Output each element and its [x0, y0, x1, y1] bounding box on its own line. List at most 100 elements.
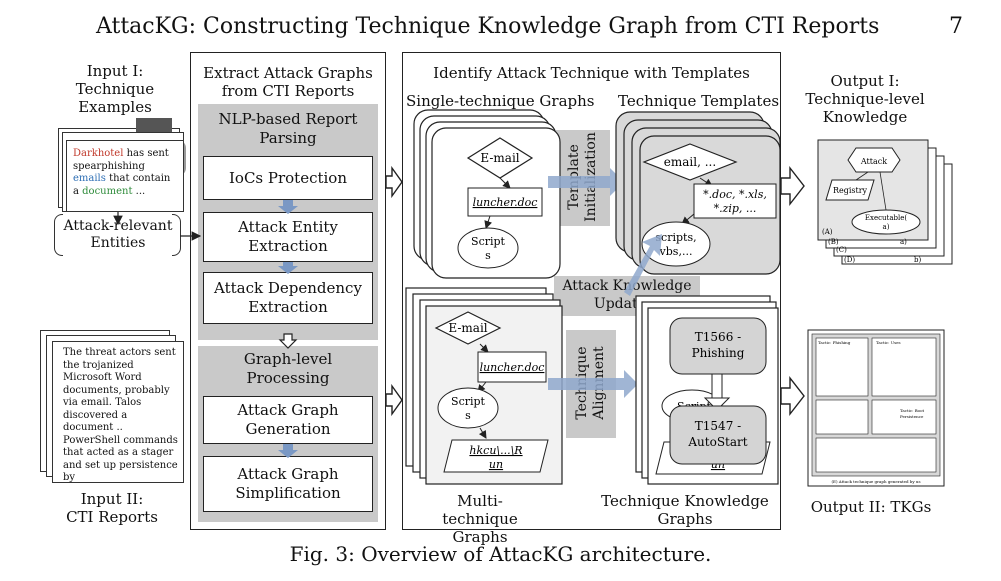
doc-text-span: ... — [132, 185, 146, 197]
output1-layer-label: (D) — [844, 256, 855, 264]
tkg-t1547-node — [669, 405, 767, 465]
multi-registry-node — [443, 439, 549, 473]
output1-layer-label: (A) — [822, 228, 833, 236]
extract-title: Extract Attack Graphs from CTI Reports — [192, 64, 384, 100]
single-edge — [499, 177, 511, 189]
step-iocs-protection: IoCs Protection — [203, 156, 373, 200]
hollow-arrow-down — [278, 333, 298, 349]
knowledge-updating-line: Attack Knowledge — [562, 278, 692, 294]
input1-title-line: Input I: — [86, 62, 144, 80]
template-email-text: email, ... — [664, 155, 716, 169]
multi-script-node — [437, 387, 499, 429]
nlp-label-line: Parsing — [259, 129, 317, 147]
multi-graphs-line: Graphs — [452, 528, 508, 546]
doc-actor-highlight: Darkhotel — [73, 148, 124, 159]
output2-cell — [871, 399, 937, 435]
output1-exec-text: a) — [883, 223, 890, 231]
cti-report-doc: The threat actors sent the trojanized Mi… — [52, 341, 184, 483]
graph-processing-label: Graph-level Processing — [198, 350, 378, 388]
doc-email-highlight: emails — [73, 173, 106, 184]
output2-small-label: Tactic: Phishing — [818, 340, 851, 345]
step-label: Attack Graph Simplification — [235, 465, 341, 502]
technique-alignment-arrow — [548, 370, 638, 398]
step-attack-entity-extraction: Attack Entity Extraction — [203, 212, 373, 262]
template-email-node — [642, 143, 738, 181]
multi-script-text: Script — [451, 395, 486, 408]
template-doc-text: *.doc, *.xls, — [703, 188, 767, 201]
output1-edge — [855, 171, 869, 181]
tkg-t1566-text: Phishing — [692, 346, 745, 360]
tkg-label-line: Graphs — [657, 510, 713, 528]
single-edge — [484, 215, 493, 229]
output1-title-line: Technique-level — [805, 90, 925, 108]
input2-title: Input II: CTI Reports — [52, 490, 172, 526]
step-label: Attack Entity Extraction — [238, 218, 338, 255]
input2-title-line: CTI Reports — [66, 508, 158, 526]
single-doc-node — [467, 187, 543, 217]
identify-title: Identify Attack Technique with Templates — [433, 64, 750, 82]
blue-arrow-2 — [278, 262, 298, 274]
output2-small-label: Persistence — [900, 414, 924, 419]
hollow-arrow-4 — [780, 375, 805, 417]
nlp-label-line: NLP-based Report — [218, 110, 358, 128]
doc-text-span: that contain a — [73, 173, 171, 197]
template-doc-text: *.zip, ... — [714, 202, 757, 215]
output1-b-label: b) — [914, 256, 921, 264]
knowledge-updating-arrow — [624, 234, 662, 296]
document-icon-header — [136, 118, 172, 132]
single-script-text: s — [485, 249, 491, 262]
output1-title: Output I: Technique-level Knowledge — [790, 72, 940, 126]
graph-label-line: Processing — [246, 369, 330, 387]
multi-edge — [478, 427, 487, 439]
template-doc-node — [693, 183, 777, 219]
figure-caption: Fig. 3: Overview of AttacKG architecture… — [289, 542, 712, 566]
output1-layer-label: (B) — [828, 238, 839, 246]
blue-arrow-1 — [278, 200, 298, 214]
output2-small-label: Tactic: Uses — [876, 340, 901, 345]
left-brace — [54, 214, 63, 256]
tkg-label: Technique Knowledge Graphs — [590, 492, 780, 528]
multi-script-text: s — [465, 409, 471, 422]
doc-text-span: has sent spearphishing — [73, 148, 169, 172]
doc-document-highlight: document — [82, 185, 133, 197]
tkg-t1547-text: AutoStart — [687, 435, 747, 449]
paper-title: AttacKG: Constructing Technique Knowledg… — [96, 14, 880, 39]
output2-cell — [815, 437, 937, 473]
input1-title: Input I: Technique Examples — [60, 62, 170, 116]
attack-relevant-entities: Attack-relevant Entities — [58, 218, 178, 252]
output1-registry-text: Registry — [833, 186, 868, 195]
step-label: Attack Dependency Extraction — [214, 279, 362, 316]
tkg-arrow-head — [703, 397, 731, 411]
input1-title-line: Examples — [78, 98, 152, 116]
output1-edge — [879, 171, 887, 211]
single-script-text: Script — [471, 235, 506, 248]
cti-report-text: The threat actors sent the trojanized Mi… — [63, 347, 178, 483]
output1-attack-node — [847, 147, 901, 173]
templates-label: Technique Templates — [618, 92, 780, 110]
output2-cell — [871, 337, 937, 397]
tkg-label-line: Technique Knowledge — [601, 492, 769, 510]
output1-exec-text: Executable( — [865, 214, 907, 222]
entities-label-line: Attack-relevant — [63, 218, 173, 234]
template-script-text: scripts, — [655, 231, 696, 244]
template-init-arrow — [548, 168, 624, 196]
input1-title-line: Technique — [75, 80, 155, 98]
single-graphs-label: Single-technique Graphs — [406, 92, 595, 110]
output1-title-line: Knowledge — [822, 108, 908, 126]
multi-doc-node — [477, 351, 547, 383]
hollow-arrow-2 — [385, 383, 403, 417]
step-attack-graph-simplification: Attack Graph Simplification — [203, 456, 373, 512]
output1-a-label: a) — [900, 238, 907, 246]
page-number: 7 — [949, 14, 963, 39]
multi-registry-text: un — [489, 458, 503, 471]
input2-title-line: Input II: — [80, 490, 144, 508]
step-label: Attack Graph Generation — [237, 401, 339, 438]
extract-title-line: Extract Attack Graphs — [203, 64, 373, 82]
tkg-arrow-shaft — [711, 373, 723, 399]
output2-caption: (E) Attack technique graph generated by … — [831, 479, 920, 484]
blue-arrow-3 — [278, 444, 298, 458]
output1-layer-label: (C) — [836, 246, 847, 254]
extract-title-line: from CTI Reports — [221, 82, 355, 100]
graph-label-line: Graph-level — [243, 350, 333, 368]
multi-graphs-label: Multi-technique Graphs — [420, 492, 540, 546]
